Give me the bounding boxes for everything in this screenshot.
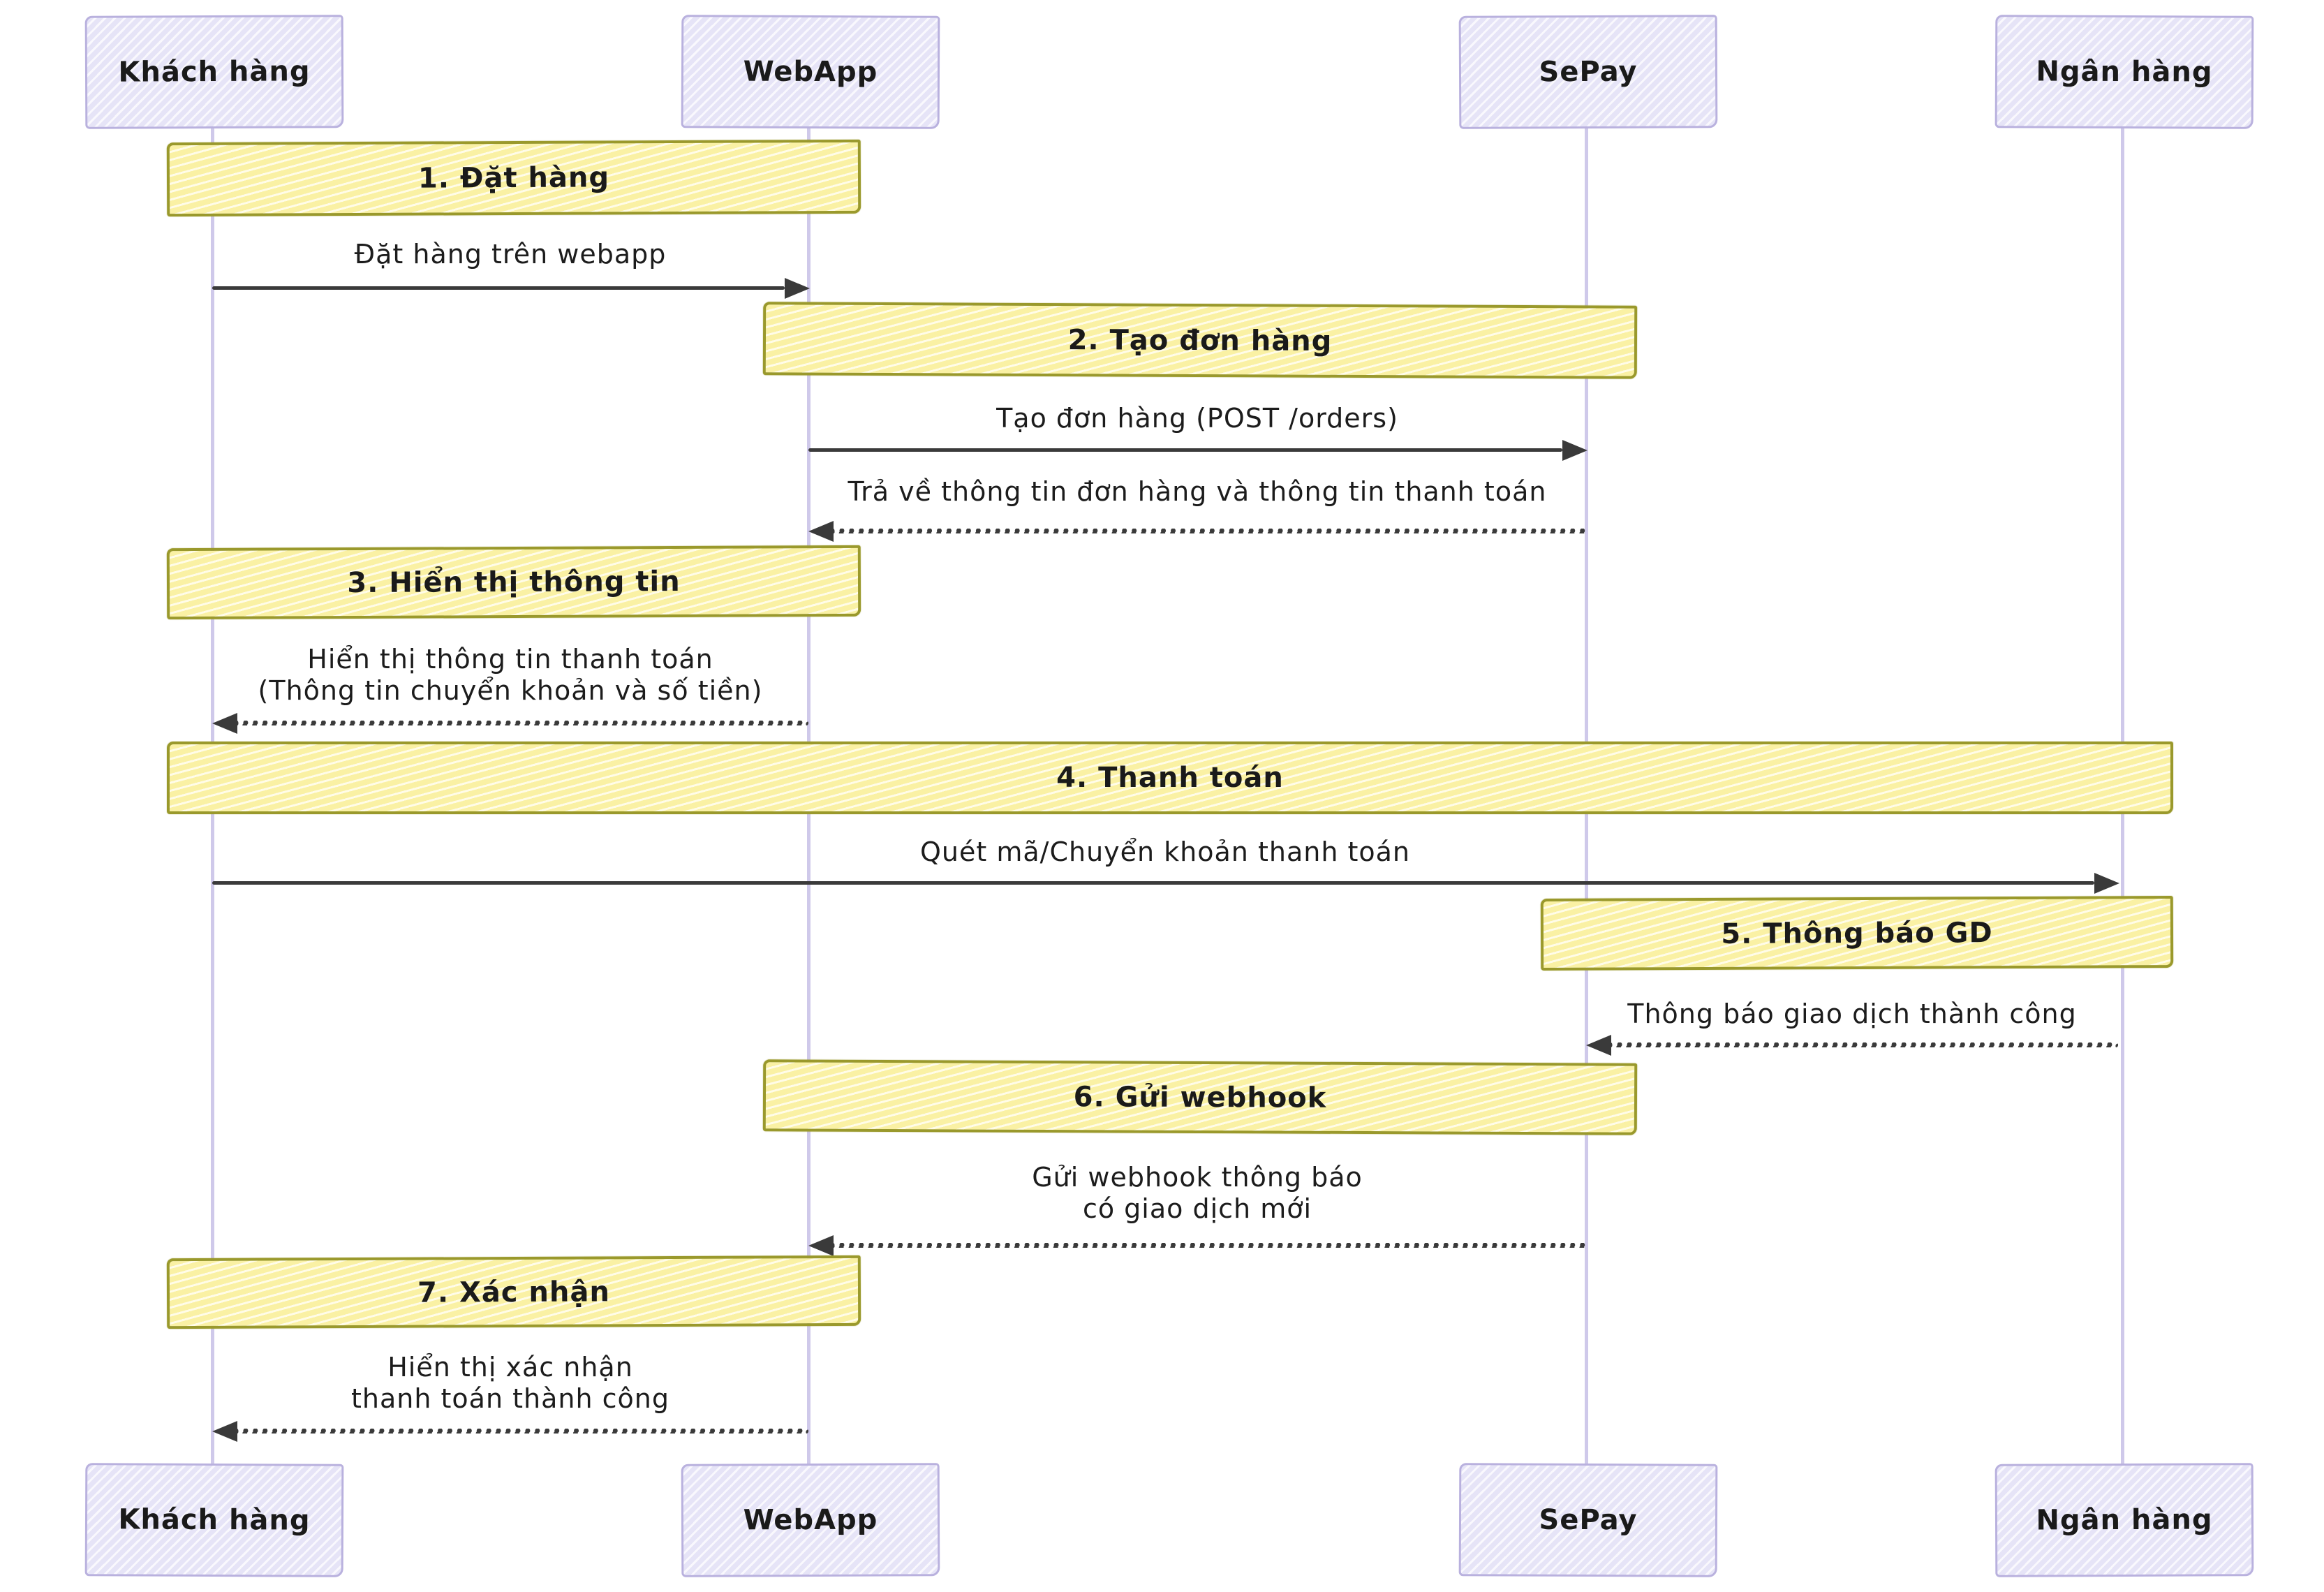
note-label: 4. Thanh toán: [1056, 762, 1284, 794]
actor-label: Khách hàng: [118, 1503, 311, 1537]
note-label: 6. Gửi webhook: [1073, 1080, 1327, 1114]
actor-bottom-khach-hang: Khách hàng: [84, 1463, 344, 1577]
message-text: Thông báo giao dịch thành công: [1627, 998, 2077, 1029]
message-text: Hiển thị xác nhận thanh toán thành công: [351, 1352, 669, 1414]
actor-label: Ngân hàng: [2036, 1503, 2213, 1537]
message-text: Hiển thị thông tin thanh toán (Thông tin…: [258, 644, 763, 706]
actor-top-webapp: WebApp: [681, 15, 940, 129]
message-text: Đặt hàng trên webapp: [354, 239, 667, 270]
arrowhead-right-icon: [2094, 873, 2119, 894]
arrowhead-right-icon: [1562, 440, 1587, 461]
note-hien-thi-thong-tin: 3. Hiển thị thông tin: [166, 545, 861, 620]
actor-label: Khách hàng: [118, 55, 311, 89]
actor-bottom-ngan-hang: Ngân hàng: [1994, 1463, 2254, 1577]
note-label: 2. Tạo đơn hàng: [1067, 323, 1333, 358]
actor-label: Ngân hàng: [2036, 55, 2213, 89]
actor-top-ngan-hang: Ngân hàng: [1994, 15, 2254, 129]
actor-top-sepay: SePay: [1458, 15, 1718, 129]
arrowhead-left-icon: [212, 713, 237, 734]
actor-bottom-sepay: SePay: [1458, 1463, 1718, 1577]
note-dat-hang: 1. Đặt hàng: [166, 139, 861, 217]
note-label: 5. Thông báo GD: [1721, 916, 1993, 950]
note-xac-nhan: 7. Xác nhận: [166, 1255, 861, 1329]
message-text: Quét mã/Chuyển khoản thanh toán: [919, 836, 1411, 867]
actor-bottom-webapp: WebApp: [681, 1463, 940, 1577]
message-arrow: [1610, 1042, 2118, 1047]
note-label: 7. Xác nhận: [417, 1275, 611, 1309]
arrowhead-right-icon: [785, 278, 810, 299]
message-arrow: [236, 721, 808, 725]
message-text: Gửi webhook thông báo có giao dịch mới: [1032, 1162, 1363, 1224]
actor-top-khach-hang: Khách hàng: [84, 15, 344, 129]
actor-label: WebApp: [743, 1503, 878, 1537]
message-text: Trả về thông tin đơn hàng và thông tin t…: [848, 476, 1547, 507]
message-arrow: [212, 286, 785, 290]
note-label: 3. Hiển thị thông tin: [347, 565, 681, 600]
arrowhead-left-icon: [1586, 1035, 1611, 1056]
note-label: 1. Đặt hàng: [417, 161, 610, 195]
arrowhead-left-icon: [808, 1235, 834, 1256]
message-arrow: [832, 1243, 1586, 1248]
actor-label: WebApp: [743, 55, 878, 89]
message-arrow: [236, 1429, 808, 1433]
note-thong-bao-gd: 5. Thông báo GD: [1540, 896, 2174, 971]
message-text: Tạo đơn hàng (POST /orders): [996, 403, 1398, 434]
note-tao-don-hang: 2. Tạo đơn hàng: [762, 302, 1638, 379]
arrowhead-left-icon: [808, 521, 834, 542]
arrowhead-left-icon: [212, 1421, 237, 1442]
note-gui-webhook: 6. Gửi webhook: [762, 1059, 1638, 1135]
message-arrow: [212, 881, 2094, 885]
note-thanh-toan: 4. Thanh toán: [167, 742, 2173, 814]
message-arrow: [832, 529, 1586, 533]
actor-label: SePay: [1539, 55, 1638, 89]
message-arrow: [808, 448, 1562, 452]
actor-label: SePay: [1539, 1503, 1638, 1537]
